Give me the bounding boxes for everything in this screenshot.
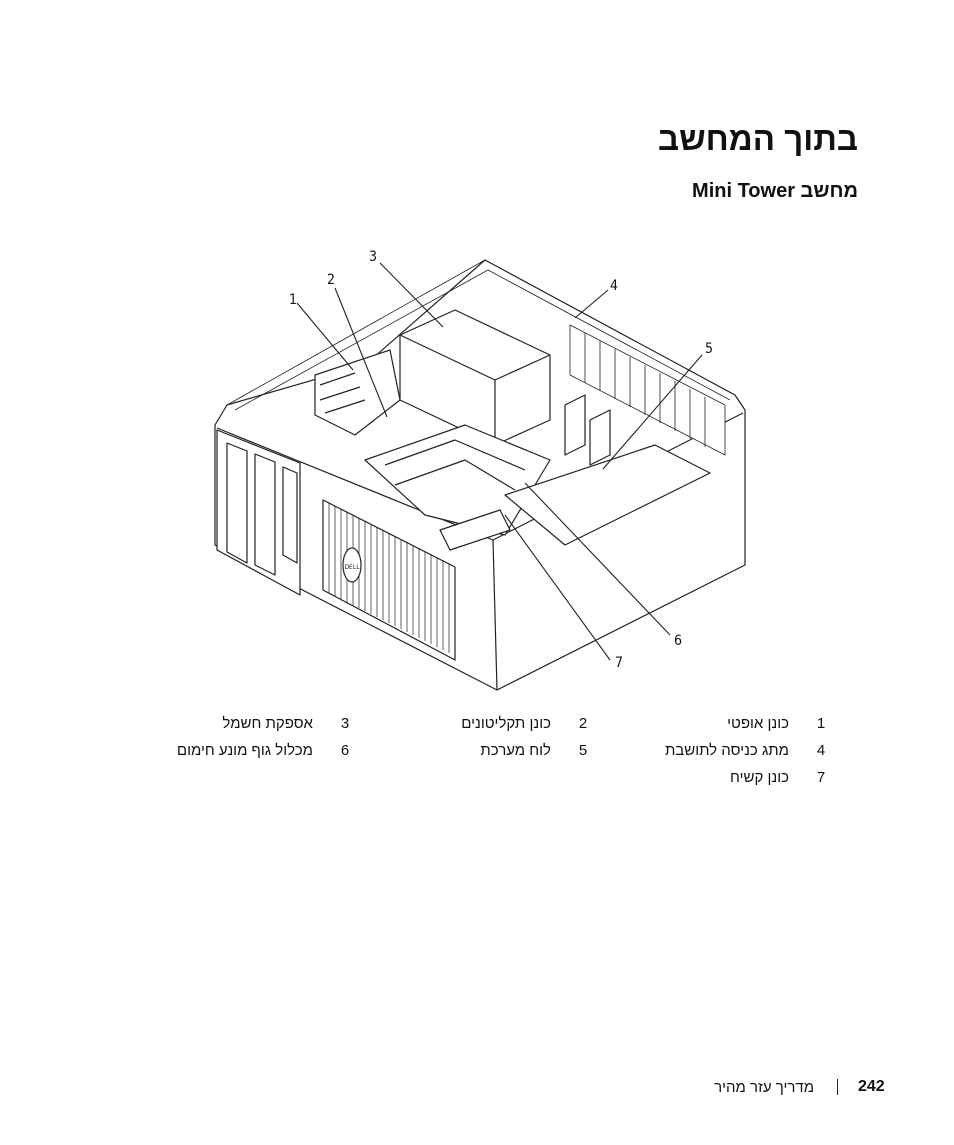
legend-label: כונן תקליטונים (461, 715, 551, 732)
legend-label: מכלול גוף מונע חימום (176, 742, 313, 759)
callout-3: 3 (369, 249, 378, 265)
legend-item-3: 3 אספקת חשמל (222, 715, 352, 732)
legend-item-4: 4 מתג כניסה לתושבת (665, 742, 828, 759)
legend-number: 1 (816, 715, 826, 732)
legend-item-5: 5 לוח מערכת (480, 742, 590, 759)
dell-logo-text: DELL (344, 564, 360, 571)
callout-2: 2 (327, 272, 336, 288)
computer-line-drawing: DELL (214, 259, 746, 691)
legend-number: 2 (578, 715, 588, 732)
legend-label: לוח מערכת (480, 742, 551, 759)
legend-item-2: 2 כונן תקליטונים (461, 715, 590, 732)
page-number: 242 (858, 1078, 885, 1095)
legend-item-6: 6 מכלול גוף מונע חימום (177, 742, 352, 759)
front-panel (216, 429, 301, 596)
legend-item-7: 7 כונן קשיח (730, 769, 828, 786)
computer-interior-figure: DELL 1 2 3 4 5 6 7 (205, 245, 765, 700)
legend-number: 6 (340, 742, 350, 759)
callout-7: 7 (615, 655, 624, 671)
legend-number: 3 (340, 715, 350, 732)
legend-number: 4 (816, 742, 826, 759)
legend-label: כונן קשיח (730, 769, 789, 786)
legend-label: מתג כניסה לתושבת (664, 742, 789, 759)
legend-number: 7 (816, 769, 826, 786)
footer-separator (837, 1079, 838, 1095)
system-board (504, 444, 711, 546)
legend-number: 5 (578, 742, 588, 759)
callout-6: 6 (674, 633, 683, 649)
section-subtitle: מחשב Mini Tower (692, 180, 858, 202)
legend-item-1: 1 כונן אופטי (727, 715, 828, 732)
dell-logo (342, 547, 362, 583)
callout-5: 5 (705, 341, 714, 357)
legend-label: כונן אופטי (727, 715, 789, 732)
page-title: בתוך המחשב (657, 120, 858, 157)
callout-4: 4 (610, 278, 619, 294)
callout-1: 1 (289, 292, 298, 308)
hard-drive (439, 509, 511, 551)
rear-slots (569, 324, 726, 456)
drive-cage (314, 349, 401, 436)
legend-label: אספקת חשמל (222, 715, 313, 732)
footer-doc-title: מדריך עזר מהיר (714, 1079, 814, 1096)
